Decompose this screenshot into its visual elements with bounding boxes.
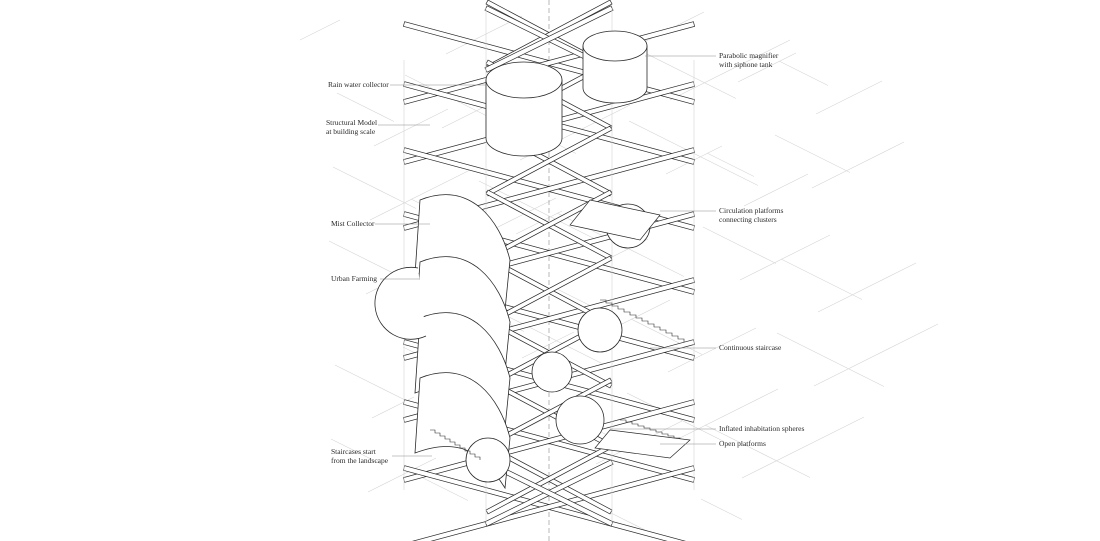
- label-continuous-staircase: Continuous staircase: [719, 343, 782, 352]
- shadow-line: [700, 498, 743, 520]
- shadow-line: [815, 80, 883, 115]
- shadow-line: [299, 19, 341, 41]
- label-inflated-spheres: Inflated inhabitation spheres: [719, 424, 805, 433]
- shadow-line: [774, 134, 851, 173]
- label-urban-farming: Urban Farming: [331, 274, 378, 283]
- urban-farming-sphere: [374, 266, 427, 340]
- inhabitation-sphere: [577, 307, 623, 353]
- label-open-platforms: Open platforms: [719, 439, 766, 448]
- open-platform: [594, 429, 691, 459]
- open-platform-stairs: [620, 419, 681, 440]
- label-mist-collector: Mist Collector: [331, 219, 375, 228]
- shadow-line: [811, 141, 905, 189]
- structural-member: [485, 125, 613, 197]
- shadow-line: [521, 331, 575, 359]
- shadow-line: [630, 318, 703, 355]
- shadow-line: [737, 52, 797, 83]
- shadow-line: [741, 416, 865, 479]
- parabolic-magnifier-tank: [582, 30, 648, 104]
- shadow-line: [663, 388, 779, 447]
- inhabitation-sphere: [555, 395, 605, 445]
- rain-water-collector-cylinder: [485, 61, 563, 157]
- shadow-line: [669, 39, 791, 101]
- shadow-line: [332, 166, 417, 209]
- label-circulation-platforms: Circulation platforms connecting cluster…: [719, 206, 784, 224]
- shadow-line: [336, 92, 395, 122]
- circulation-platform: [569, 199, 661, 241]
- label-rain-water-collector: Rain water collector: [328, 80, 389, 89]
- shadow-line: [743, 173, 809, 207]
- landscape-staircase: [430, 429, 481, 460]
- shadow-line: [373, 108, 449, 147]
- shadow-line: [778, 60, 829, 86]
- structural-member: [484, 5, 614, 73]
- shadow-line: [367, 457, 437, 493]
- continuous-staircase: [600, 299, 685, 342]
- inhabitation-sphere: [465, 437, 511, 483]
- inhabitation-sphere: [531, 351, 573, 393]
- shadow-line: [628, 120, 759, 186]
- shadow-line: [813, 323, 939, 387]
- architectural-elements: [374, 30, 691, 490]
- leader-lines: [375, 55, 716, 457]
- shadow-line: [330, 438, 383, 465]
- shadow-line: [478, 180, 599, 241]
- shadow-line: [632, 46, 737, 99]
- shadow-line: [776, 332, 885, 387]
- shadow-line: [702, 226, 777, 264]
- label-structural-model: Structural Model at building scale: [326, 118, 378, 136]
- shadow-line: [704, 424, 811, 478]
- shadow-line: [706, 152, 755, 177]
- label-staircases-start: Staircases start from the landscape: [331, 447, 389, 465]
- shadow-line: [667, 327, 757, 373]
- shadow-line: [817, 262, 917, 313]
- label-parabolic-magnifier: Parabolic magnifier with siphone tank: [719, 51, 779, 69]
- shadow-line: [369, 169, 471, 221]
- shadow-line: [780, 258, 863, 300]
- shadow-line: [739, 234, 831, 281]
